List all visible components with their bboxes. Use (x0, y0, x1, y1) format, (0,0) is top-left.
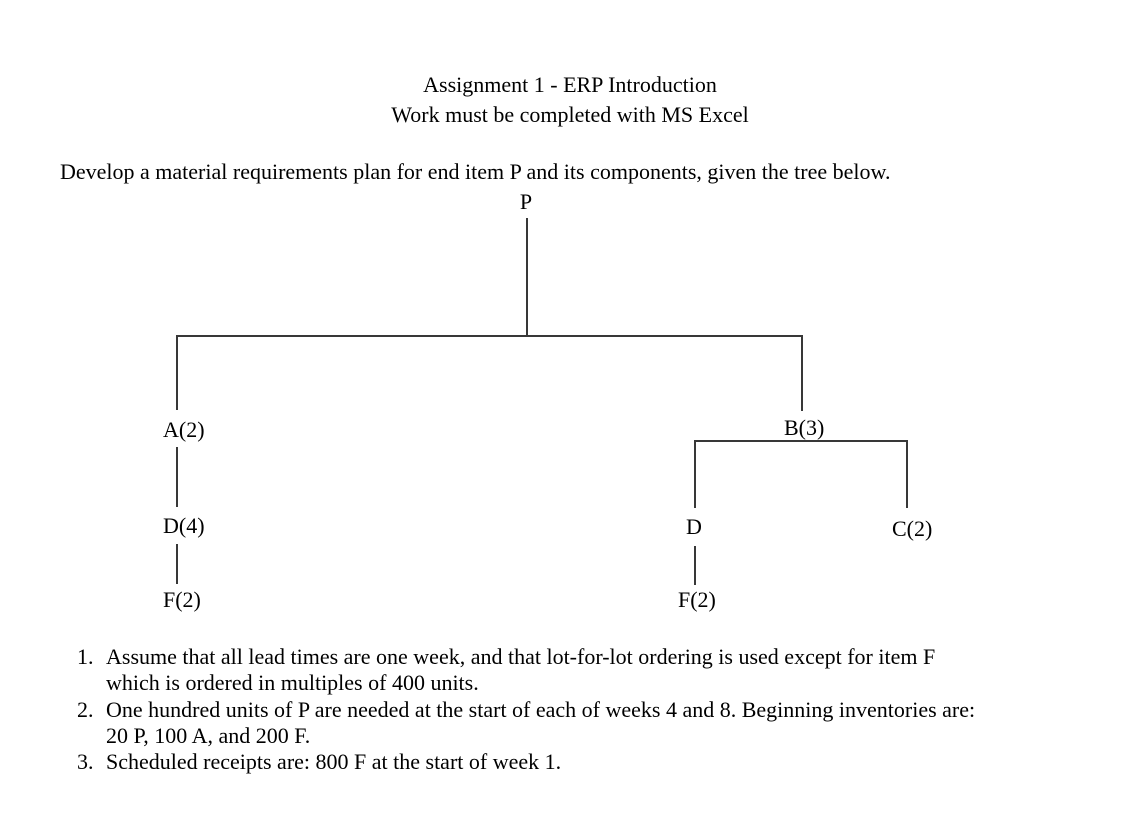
document-title: Assignment 1 - ERP Introduction (423, 72, 717, 97)
notes-list: 1. Assume that all lead times are one we… (77, 644, 975, 775)
note-line: Assume that all lead times are one week,… (106, 644, 936, 669)
note-number: 1. (77, 644, 94, 669)
note-item-3: 3. Scheduled receipts are: 800 F at the … (77, 749, 975, 775)
note-item-1: 1. Assume that all lead times are one we… (77, 644, 975, 697)
document-subtitle: Work must be completed with MS Excel (391, 102, 749, 127)
tree-node-f-left: F(2) (163, 587, 201, 612)
title-block: Assignment 1 - ERP Introduction Work mus… (17, 70, 1123, 130)
note-line: One hundred units of P are needed at the… (106, 696, 976, 722)
tree-node-c: C(2) (892, 516, 933, 541)
bom-tree: P A(2) B(3) D(4) F(2) D C(2) F(2) (163, 189, 933, 612)
tree-node-d-left: D(4) (163, 513, 205, 538)
tree-line-d-to-f (176, 544, 178, 584)
tree-line-drop-to-b (801, 335, 803, 411)
note-number: 3. (77, 749, 94, 775)
tree-line-a-to-d (176, 447, 178, 507)
tree-node-b: B(3) (784, 415, 825, 440)
tree-line-d2-to-f (694, 546, 696, 585)
tree-line-drop-to-a (176, 335, 178, 410)
tree-line-b-drop-to-d (694, 440, 696, 508)
tree-node-f-right: F(2) (678, 587, 716, 612)
tree-line-b-bar (694, 440, 907, 442)
note-line: which is ordered in multiples of 400 uni… (106, 670, 479, 696)
tree-node-p: P (519, 189, 533, 214)
tree-node-a: A(2) (163, 417, 205, 442)
note-number: 2. (77, 696, 94, 722)
tree-line-main-bar (176, 335, 802, 337)
note-item-2: 2. One hundred units of P are needed at … (77, 697, 975, 750)
tree-line-p-stem (526, 218, 528, 336)
intro-text: Develop a material requirements plan for… (60, 159, 891, 184)
note-line: 20 P, 100 A, and 200 F. (106, 722, 311, 748)
tree-node-d-right: D (686, 514, 702, 539)
note-line: Scheduled receipts are: 800 F at the sta… (106, 749, 562, 775)
tree-line-b-drop-to-c (906, 440, 908, 508)
